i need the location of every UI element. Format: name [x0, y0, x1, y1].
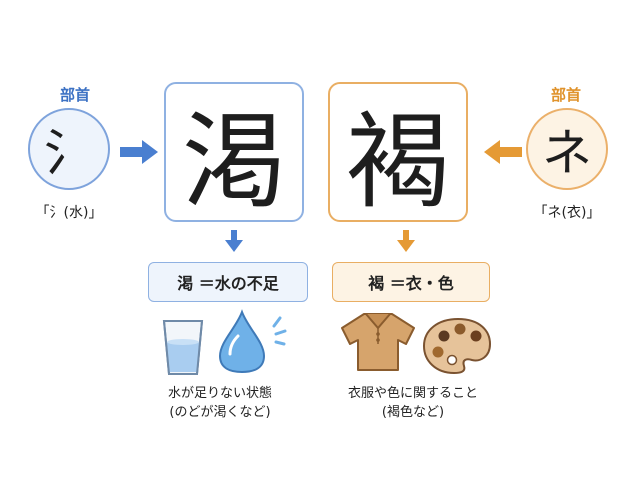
left-kanji: 渇 — [181, 100, 286, 223]
right-meaning-box: 褐 ＝衣・色 — [332, 262, 490, 302]
water-glass-icon — [162, 320, 204, 375]
left-radical-title: 部首 — [59, 86, 90, 104]
paint-palette-icon — [422, 317, 492, 374]
arrow-down-icon — [225, 230, 243, 252]
right-description-line2: (褐色など) — [381, 405, 445, 420]
shirt-icon — [341, 313, 415, 371]
right-radical-title: 部首 — [550, 86, 581, 104]
left-description-line1: 水が足りない状態 — [167, 386, 272, 401]
left-kanji-box: 渇 — [164, 82, 304, 223]
arrow-down-icon — [397, 230, 415, 252]
left-description-line2: (のどが渇くなど) — [169, 405, 271, 420]
left-meaning-box: 渇 ＝水の不足 — [148, 262, 308, 302]
left-radical-circle: 氵 — [28, 108, 110, 190]
water-drop-icon — [218, 309, 287, 374]
left-radical-glyph: 氵 — [44, 124, 94, 182]
right-kanji-box: 褐 — [328, 82, 468, 223]
right-description-line1: 衣服や色に関すること — [347, 386, 478, 401]
right-radical-glyph: ネ — [542, 124, 592, 182]
right-radical-circle: ネ — [526, 108, 608, 190]
arrow-right-icon — [120, 140, 158, 164]
right-radical-caption: 「ネ(衣)」 — [533, 205, 601, 221]
right-kanji: 褐 — [345, 100, 450, 223]
left-radical-caption: 「氵(水)」 — [35, 205, 103, 221]
arrow-left-icon — [484, 140, 522, 164]
